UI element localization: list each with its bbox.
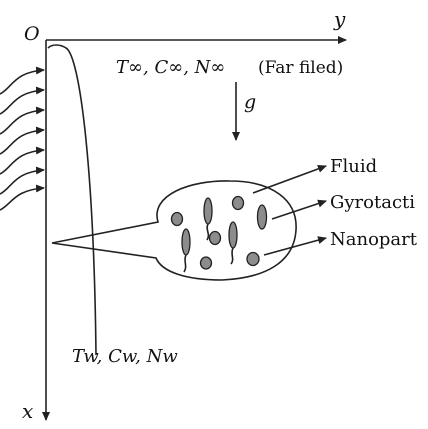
particles — [170, 195, 268, 273]
gyrotactic-microorganism — [256, 204, 268, 230]
flow-arrow — [0, 146, 45, 175]
wall-conditions: Tw, Cw, Nw — [72, 346, 178, 367]
nanoparticle — [246, 251, 260, 267]
gyrotactic-microorganism — [228, 221, 238, 249]
boundary-layer-curve — [47, 44, 97, 356]
far-field-note: (Far filed) — [258, 58, 343, 78]
nanoparticle-label: Nanopart — [330, 229, 418, 250]
gyrotactic-label: Gyrotacti — [330, 192, 415, 213]
incoming-flow-arrows — [0, 66, 45, 211]
microorganism-tail — [183, 254, 187, 273]
flow-arrow — [0, 166, 45, 195]
nanoparticle-pointer — [263, 236, 327, 256]
gyrotactic-microorganism — [181, 228, 191, 256]
microorganism-tail — [230, 247, 234, 265]
microorganism-tail — [206, 223, 210, 241]
gyrotactic-pointer — [271, 199, 327, 220]
gravity-label: g — [244, 91, 256, 113]
origin-label: O — [24, 23, 40, 45]
fluid-label: Fluid — [330, 156, 377, 177]
y-axis-label: y — [333, 7, 346, 31]
flow-arrow — [0, 184, 45, 211]
nanoparticle — [208, 230, 222, 246]
flow-arrow — [0, 106, 45, 135]
gyrotactic-microorganism — [203, 197, 213, 225]
nanoparticle — [199, 256, 213, 270]
far-field-conditions: T∞, C∞, N∞ — [116, 57, 225, 78]
nanoparticle — [231, 195, 245, 211]
flow-arrow — [0, 126, 45, 155]
flow-arrow — [0, 66, 45, 95]
flow-arrow — [0, 86, 45, 115]
nanoparticle — [170, 211, 184, 227]
fluid-pointer — [252, 165, 327, 194]
magnifier-callout — [51, 180, 297, 281]
x-axis-label: x — [22, 399, 33, 423]
